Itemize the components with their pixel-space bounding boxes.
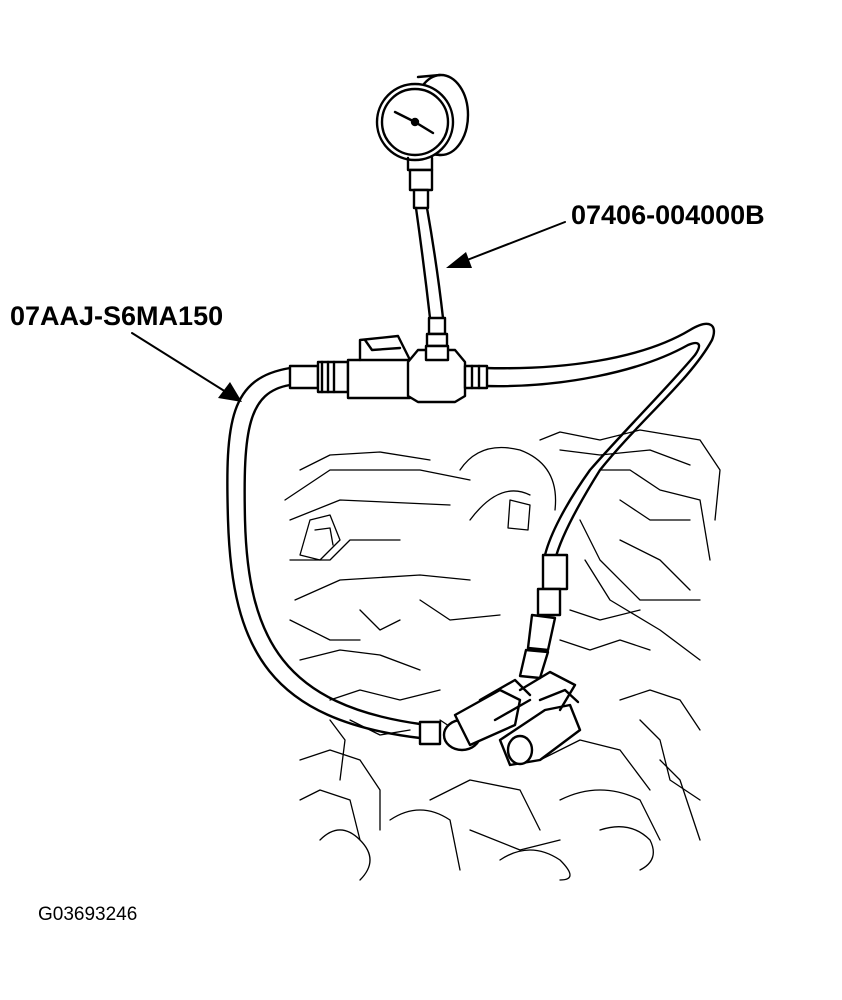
hose-part-number-label: 07AAJ-S6MA150 xyxy=(10,301,224,331)
engine-background xyxy=(284,429,721,881)
gauge-hose xyxy=(414,206,449,348)
gauge-leader-line xyxy=(461,221,566,263)
lower-fittings xyxy=(418,553,582,767)
hose-leader-arrowhead xyxy=(218,382,242,402)
main-hose xyxy=(226,366,422,740)
leader-arrows xyxy=(131,221,566,402)
hose-leader-line xyxy=(131,332,227,393)
valve-assembly xyxy=(288,334,489,404)
return-hose xyxy=(483,322,716,562)
gauge-leader-arrowhead xyxy=(446,252,472,268)
pressure-gauge xyxy=(375,73,470,210)
figure-id-label: G03693246 xyxy=(38,904,138,925)
gauge-part-number-label: 07406-004000B xyxy=(571,200,765,230)
